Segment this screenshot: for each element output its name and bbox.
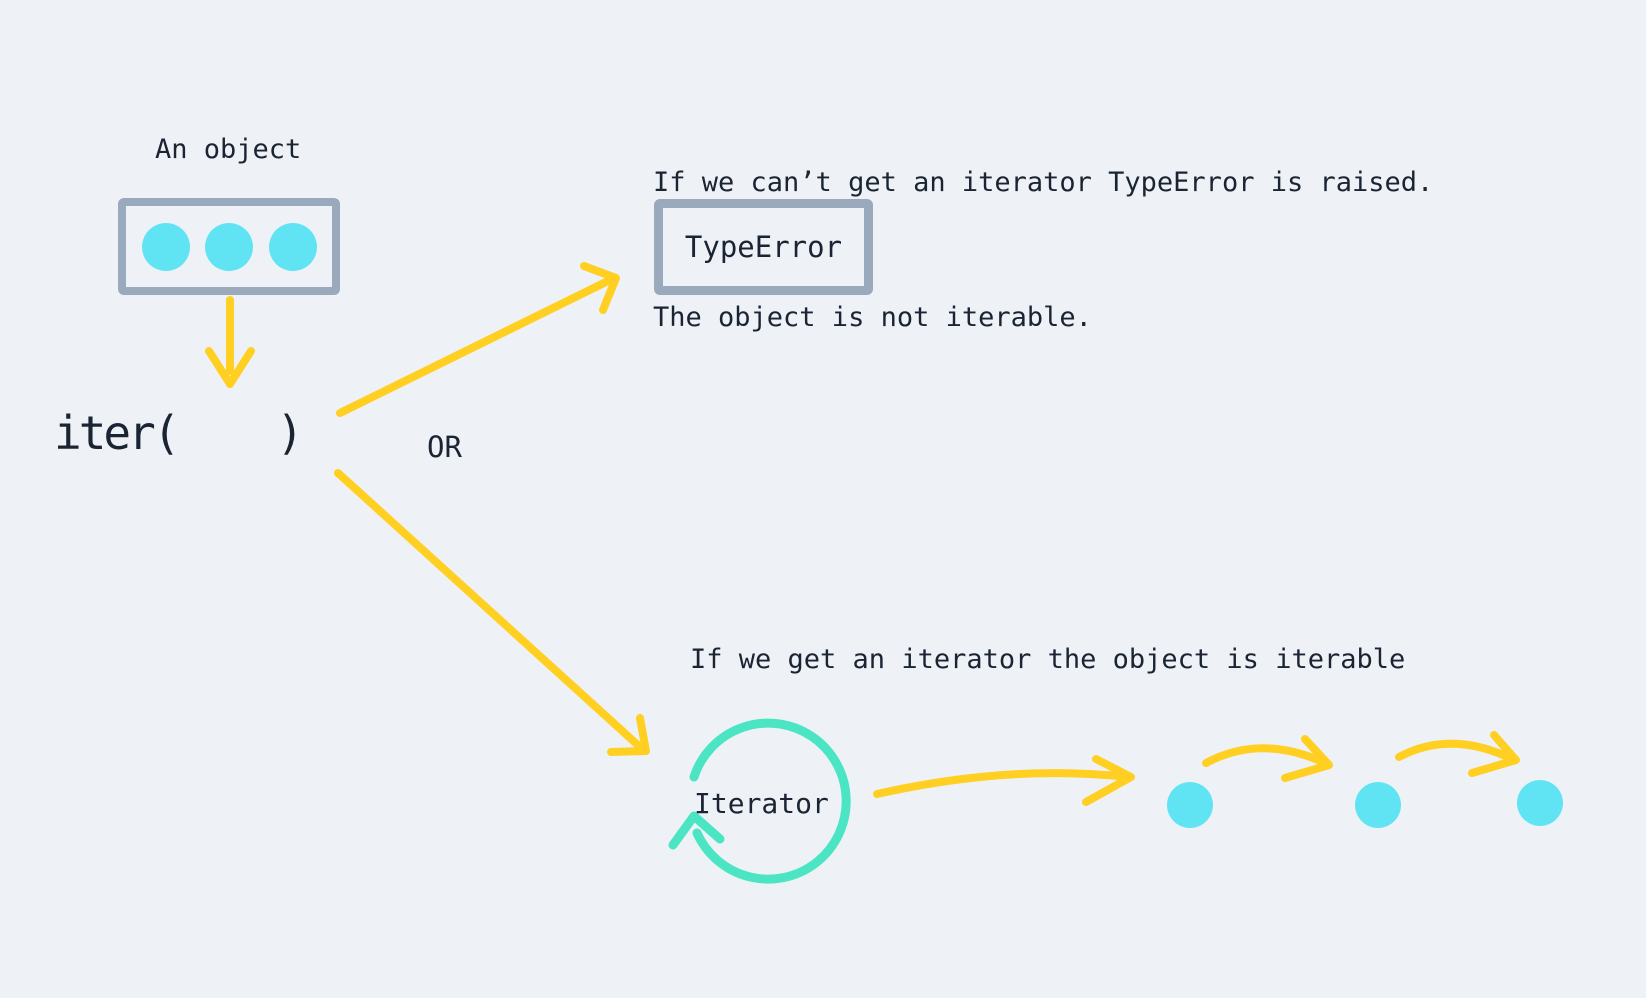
or-label: OR <box>427 430 462 464</box>
iterable-caption: If we get an iterator the object is iter… <box>690 644 1406 675</box>
object-box <box>118 198 340 295</box>
object-dot <box>205 222 253 271</box>
typeerror-label: TypeError <box>684 230 843 264</box>
next-arrow-icon <box>873 755 1135 806</box>
sequence-dot <box>1167 782 1213 828</box>
error-caption-line1: If we can’t get an iterator TypeError is… <box>653 167 1434 198</box>
sequence-dot <box>1517 780 1563 826</box>
typeerror-branch-arrow-icon <box>336 262 620 417</box>
iterator-label: Iterator <box>694 787 829 820</box>
typeerror-box: TypeError <box>654 199 873 295</box>
iteration-sequence <box>1167 780 1563 828</box>
error-caption: If we can’t get an iterator TypeError is… <box>653 70 1433 430</box>
iter-call-text: iter( ) <box>54 406 304 460</box>
sequence-dot <box>1355 782 1401 828</box>
object-label: An object <box>155 134 302 165</box>
hop-arrow-icon <box>1202 735 1333 782</box>
object-dot <box>141 222 190 271</box>
error-caption-line2: The object is not iterable. <box>653 302 1092 333</box>
down-arrow-icon <box>205 296 255 388</box>
iterator-branch-arrow-icon <box>334 469 650 756</box>
hop-arrow-icon <box>1395 731 1520 777</box>
object-dot <box>268 222 317 271</box>
